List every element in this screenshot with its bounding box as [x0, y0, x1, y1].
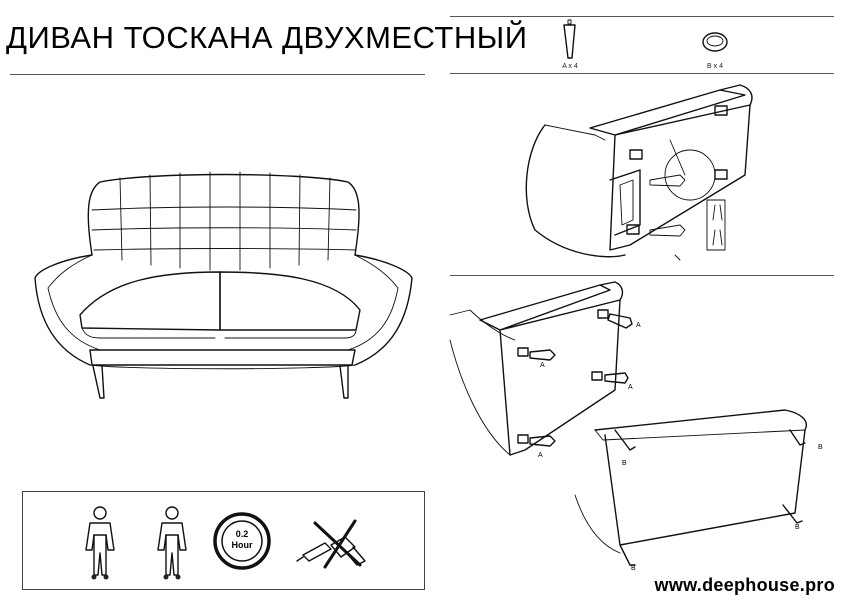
page-title: ДИВАН ТОСКАНА ДВУХМЕСТНЫЙ — [6, 20, 528, 55]
part-b-label: B x 4 — [707, 63, 723, 70]
leg-icon — [563, 19, 576, 59]
time-value: 0.2 — [235, 529, 249, 539]
step-leg-label-1: A — [540, 362, 545, 369]
title-underline — [10, 74, 425, 75]
step-glide-label-1: B — [622, 460, 627, 467]
sofa-illustration — [34, 171, 413, 399]
no-power-tool-icon — [296, 519, 366, 569]
top-right-rule — [450, 16, 834, 17]
timer-icon: 0.2 Hour — [213, 512, 271, 570]
glide-icon — [702, 32, 728, 52]
person-icon — [157, 506, 187, 580]
step-leg-label-3: A — [628, 384, 633, 391]
parts-rule — [450, 73, 834, 74]
footer-url[interactable]: www.deephouse.pro — [654, 575, 835, 595]
step-glide-label-4: B — [631, 565, 636, 572]
step-rule — [450, 275, 834, 276]
step-glide-label-3: B — [795, 524, 800, 531]
step-leg-label-4: A — [538, 452, 543, 459]
step2-illustration — [449, 281, 633, 456]
person-icon — [85, 506, 115, 580]
step3-illustration — [574, 409, 807, 566]
time-unit: Hour — [231, 540, 253, 550]
step-leg-label-2: A — [636, 322, 641, 329]
info-panel-frame — [22, 491, 425, 590]
step-glide-label-2: B — [818, 444, 823, 451]
part-a-label: A x 4 — [562, 63, 578, 70]
step1-illustration — [525, 84, 753, 261]
